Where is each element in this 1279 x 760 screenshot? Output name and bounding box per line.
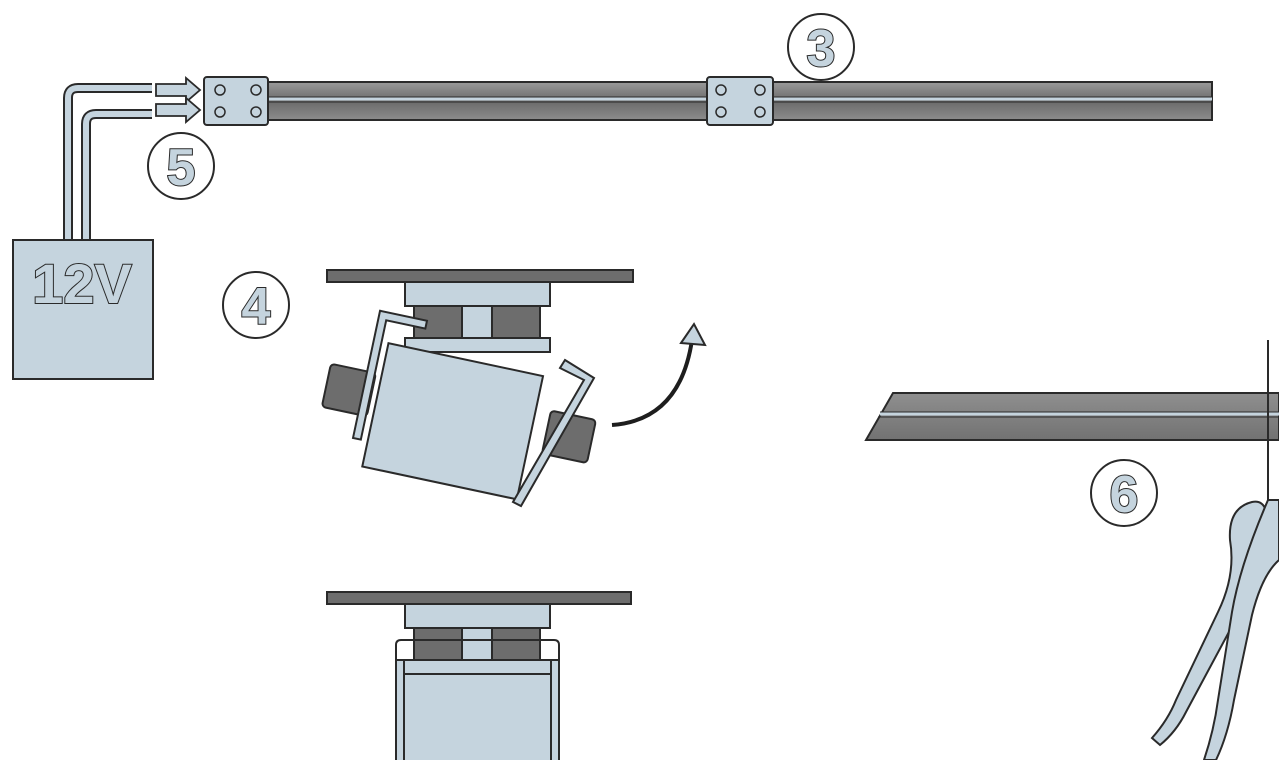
power-wires <box>63 83 152 240</box>
power-supply-label: 12V <box>32 252 132 315</box>
rail-cut-segment <box>864 340 1279 500</box>
arrow-right-icon <box>155 76 202 104</box>
cutting-tool <box>1150 499 1279 760</box>
rail-connector-left <box>203 76 269 126</box>
rail-connector-middle <box>706 76 774 126</box>
step-marker-4: 4 <box>222 271 290 339</box>
step-marker-6: 6 <box>1090 459 1158 527</box>
curved-rotation-arrow-icon <box>611 322 707 427</box>
step-marker-5-label: 5 <box>167 139 196 197</box>
step-marker-6-label: 6 <box>1110 466 1139 524</box>
step-marker-5: 5 <box>147 132 215 200</box>
step-marker-4-label: 4 <box>242 278 271 336</box>
power-supply-box: 12V <box>12 239 154 380</box>
mount-assembly-straight <box>326 591 632 760</box>
step-marker-3: 3 <box>787 13 855 81</box>
step-marker-3-label: 3 <box>807 20 836 78</box>
arrow-right-icon <box>155 96 202 124</box>
mount-assembly-tilted <box>321 269 634 508</box>
